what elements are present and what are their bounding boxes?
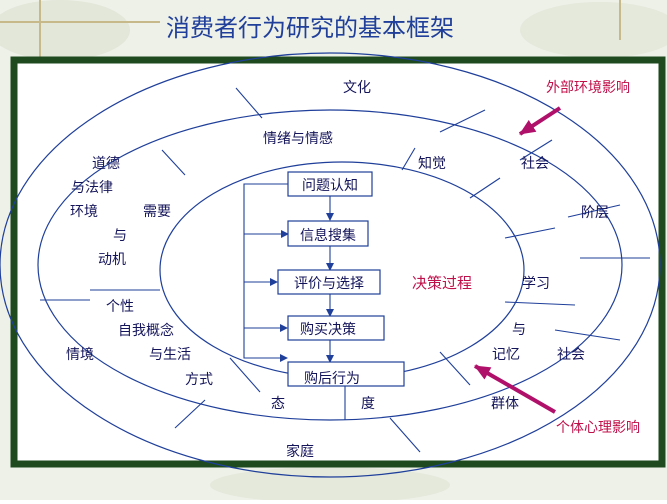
- label-needs: 需要: [143, 204, 171, 220]
- outer-ring-dividers: [40, 87, 650, 453]
- label-memory: 记忆: [492, 347, 520, 363]
- label-motivation: 动机: [98, 252, 126, 268]
- label-perception: 知觉: [418, 155, 446, 172]
- decision-process-label: 决策过程: [412, 274, 472, 292]
- slide-title: 消费者行为研究的基本框架: [166, 14, 454, 42]
- step-box: [287, 171, 373, 197]
- individual-influence-label: 个体心理影响: [556, 420, 640, 436]
- label-attitude-2: 度: [361, 396, 375, 412]
- label-ethics: 道德: [92, 156, 120, 172]
- middle-ellipse: [37, 109, 623, 421]
- outer-ring-labels: 文化 社会 阶层 道德 与法律 环境 情境 家庭 群体 社会: [66, 80, 609, 460]
- external-influence-label: 外部环境影响: [546, 80, 630, 96]
- label-emotion: 情绪与情感: [263, 130, 333, 147]
- step-box: [287, 361, 405, 387]
- label-personality: 个性: [106, 299, 134, 315]
- label-ethics-law: 与法律: [71, 180, 113, 196]
- label-memory-and: 与: [512, 322, 526, 338]
- label-self-concept: 自我概念: [118, 322, 174, 339]
- label-family: 家庭: [286, 443, 314, 460]
- label-needs-and: 与: [113, 228, 127, 244]
- label-culture: 文化: [343, 80, 371, 96]
- process-steps: 问题认知 信息搜集 评价与选择 购买决策 购后行为: [277, 171, 405, 387]
- step-problem-recognition: 问题认知: [302, 177, 358, 194]
- label-class: 阶层: [581, 205, 609, 221]
- label-group: 群体: [491, 396, 519, 412]
- step-box: [287, 315, 385, 341]
- label-situation: 情境: [66, 347, 94, 363]
- external-influence-arrow: [518, 106, 562, 136]
- label-society: 社会: [521, 156, 549, 172]
- middle-ring-labels: 情绪与情感 知觉 学习 与 记忆 态 度 需要 与 动机 个性 自我概念 与生活…: [98, 130, 550, 412]
- middle-ring-dividers: [90, 147, 576, 420]
- outer-ellipse: [0, 52, 661, 478]
- label-attitude-1: 态: [271, 396, 285, 412]
- label-style: 方式: [185, 372, 213, 388]
- label-learning: 学习: [522, 276, 550, 292]
- green-frame: [10, 56, 666, 468]
- step-purchase-decision: 购买决策: [300, 321, 356, 338]
- individual-influence-arrow: [474, 364, 556, 414]
- step-box: [277, 269, 381, 295]
- step-box: [287, 220, 369, 247]
- step-post-purchase: 购后行为: [304, 371, 360, 387]
- label-and-life: 与生活: [149, 347, 191, 363]
- step-evaluation: 评价与选择: [294, 276, 364, 292]
- label-society-2: 社会: [557, 347, 585, 363]
- label-environment: 环境: [70, 204, 98, 220]
- step-information-search: 信息搜集: [300, 227, 356, 244]
- process-connectors: [243, 183, 334, 363]
